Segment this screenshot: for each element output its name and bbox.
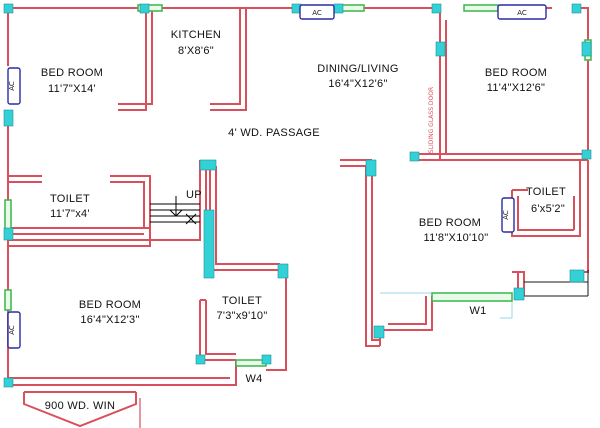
bed-room-3-size: 11'8"X10'10" xyxy=(424,232,489,244)
sliding-door-label: SLIDING GLASS DOOR xyxy=(428,87,435,153)
passage-name: 4' WD. PASSAGE xyxy=(228,127,320,139)
svg-text:AC: AC xyxy=(517,9,527,17)
columns xyxy=(3,3,592,388)
bed-room-3-name: BED ROOM xyxy=(419,217,481,229)
dining-living-size: 16'4"X12'6" xyxy=(328,78,387,90)
bed-room-4-size: 16'4"X12'3" xyxy=(80,314,139,326)
bed-room-2-size: 11'4"X12'6" xyxy=(487,82,546,94)
ac-unit-left-lower: AC xyxy=(7,311,21,349)
dining-living-name: DINING/LIVING xyxy=(317,63,399,75)
svg-text:AC: AC xyxy=(8,325,16,335)
toilet-3-name: TOILET xyxy=(222,295,262,307)
toilet-1-name: TOILET xyxy=(50,193,90,205)
misc-labels: UP W1 W4 900 WD. WIN SLIDING GLASS DOOR xyxy=(45,87,487,412)
staircase xyxy=(150,196,200,225)
ac-unit-top-right: AC xyxy=(497,4,547,20)
ac-unit-top-center: AC xyxy=(299,4,335,20)
ac-unit-toilet-2: AC xyxy=(501,197,515,233)
bed-room-1-name: BED ROOM xyxy=(41,67,103,79)
ac-units: AC AC AC AC AC xyxy=(7,4,547,349)
bed-room-4-name: BED ROOM xyxy=(79,299,141,311)
window-w1-label: W1 xyxy=(469,305,486,317)
kitchen-size: 8'X8'6" xyxy=(178,45,214,57)
svg-text:AC: AC xyxy=(502,210,510,220)
toilet-3-size: 7'3"x9'10" xyxy=(216,310,267,322)
toilet-1-size: 11'7"x4' xyxy=(50,208,90,220)
svg-text:AC: AC xyxy=(8,81,16,91)
window-note-label: 900 WD. WIN xyxy=(45,400,116,412)
stair-up-label: UP xyxy=(186,189,202,201)
ac-unit-left-upper: AC xyxy=(7,67,21,105)
window-w4-label: W4 xyxy=(245,373,262,385)
toilet-2-size: 6'x5'2" xyxy=(531,203,565,215)
svg-text:AC: AC xyxy=(312,9,322,17)
room-labels: BED ROOM 11'7"X14' KITCHEN 8'X8'6" DININ… xyxy=(41,29,566,326)
windows xyxy=(4,4,592,367)
kitchen-name: KITCHEN xyxy=(171,29,221,41)
bed-room-1-size: 11'7"X14' xyxy=(48,83,96,95)
bed-room-2-name: BED ROOM xyxy=(485,67,547,79)
toilet-2-name: TOILET xyxy=(526,186,566,198)
